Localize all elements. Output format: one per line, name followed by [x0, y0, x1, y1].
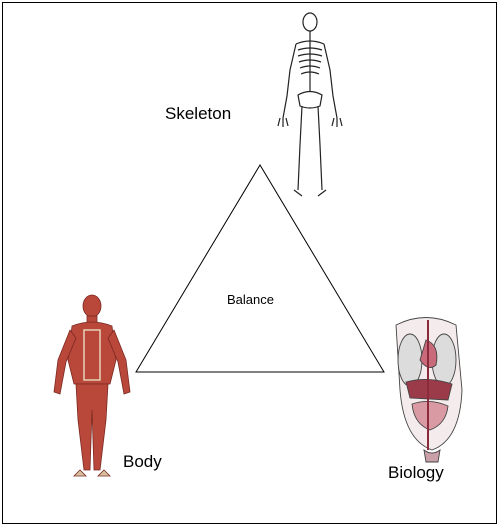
balance-triangle	[136, 165, 384, 372]
skeleton-illustration	[278, 13, 342, 196]
center-label-balance: Balance	[227, 292, 274, 307]
vertex-label-skeleton: Skeleton	[165, 104, 231, 124]
internal-organs-illustration	[396, 318, 462, 463]
vertex-label-biology: Biology	[388, 463, 444, 483]
muscular-body-illustration	[54, 295, 130, 476]
vertex-label-body: Body	[123, 452, 162, 472]
